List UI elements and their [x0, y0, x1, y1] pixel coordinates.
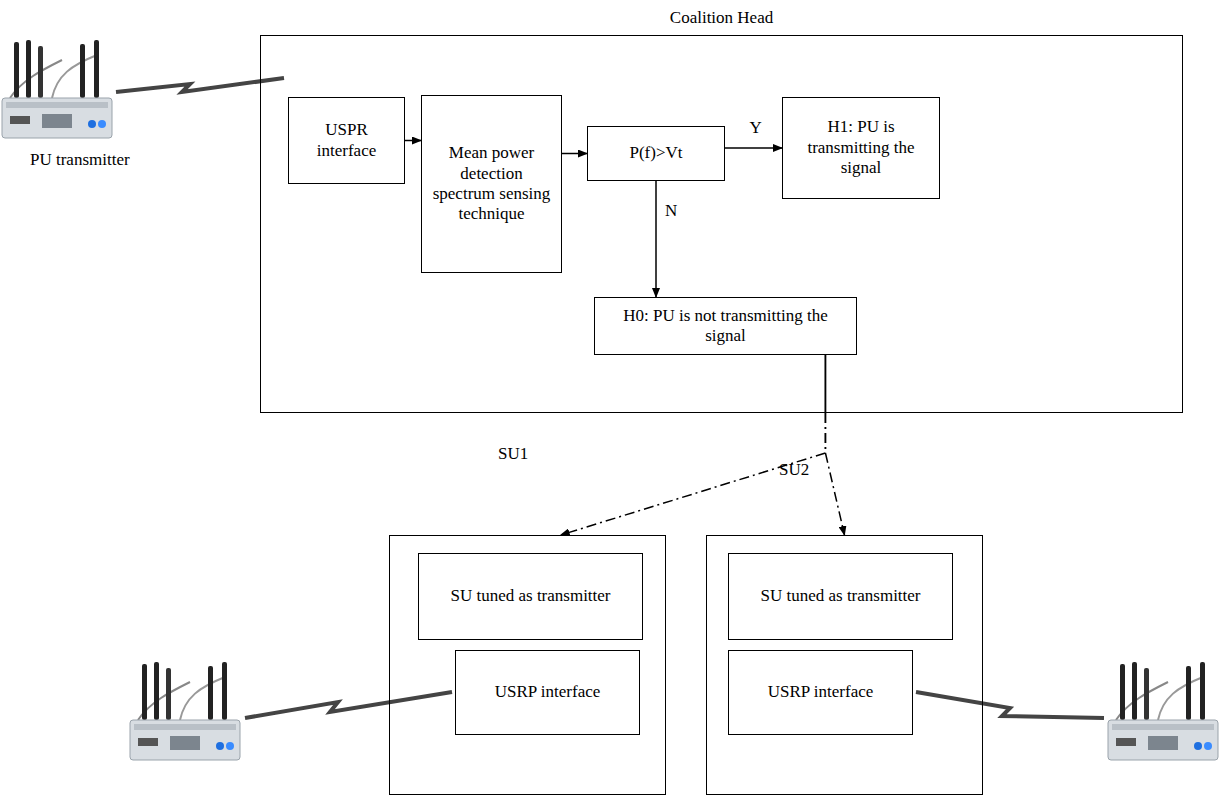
- connector: [561, 355, 826, 535]
- box-text: USPR interface: [297, 120, 396, 161]
- connector-line: [655, 181, 657, 297]
- process-box: Mean power detection spectrum sensing te…: [421, 95, 562, 273]
- process-box: USRP interface: [728, 650, 913, 735]
- wireless-bolt: [116, 78, 284, 92]
- wireless-bolt: [245, 692, 452, 718]
- group-box: SU1SU tuned as transmitterUSRP interface: [389, 535, 666, 795]
- connector-line: [825, 413, 844, 535]
- connector-line: [725, 147, 782, 149]
- connector: [562, 153, 587, 154]
- process-box: SU tuned as transmitter: [418, 553, 643, 640]
- connector: [656, 181, 657, 297]
- process-box: H1: PU is transmitting the signal: [782, 97, 940, 199]
- branch-label: N: [663, 201, 679, 221]
- branch-label: Y: [748, 118, 764, 138]
- connector-line: [561, 413, 826, 535]
- wireless-bolt: [916, 692, 1104, 718]
- connector-line: [562, 153, 587, 155]
- connector-line: [825, 355, 827, 413]
- process-box: USRP interface: [455, 650, 640, 735]
- process-box: USPR interface: [288, 97, 405, 184]
- box-text: SU tuned as transmitter: [760, 586, 920, 606]
- su1-radio: [130, 662, 240, 760]
- group-heading: Coalition Head: [261, 8, 1182, 28]
- group-box: Coalition HeadUSPR interfaceMean power d…: [260, 35, 1183, 413]
- connector-line: [405, 140, 421, 142]
- su2-radio: [1108, 662, 1218, 760]
- box-text: USRP interface: [768, 682, 874, 702]
- connector: [725, 148, 782, 149]
- group-heading: SU1: [498, 444, 528, 464]
- box-text: SU tuned as transmitter: [450, 586, 610, 606]
- box-text: H0: PU is not transmitting the signal: [603, 306, 848, 347]
- pu-radio: [2, 40, 112, 138]
- box-text: P(f)>Vt: [629, 143, 682, 163]
- box-text: Mean power detection spectrum sensing te…: [430, 143, 553, 225]
- group-box: SU2SU tuned as transmitterUSRP interface: [706, 535, 983, 795]
- device-label: PU transmitter: [30, 150, 130, 170]
- process-box: P(f)>Vt: [587, 126, 725, 181]
- box-text: USRP interface: [495, 682, 601, 702]
- box-text: H1: PU is transmitting the signal: [791, 117, 931, 178]
- connector-line: [825, 355, 827, 413]
- process-box: SU tuned as transmitter: [728, 553, 953, 640]
- connector: [405, 140, 421, 141]
- group-heading: SU2: [779, 460, 809, 480]
- process-box: H0: PU is not transmitting the signal: [594, 297, 857, 355]
- connector: [825, 355, 844, 535]
